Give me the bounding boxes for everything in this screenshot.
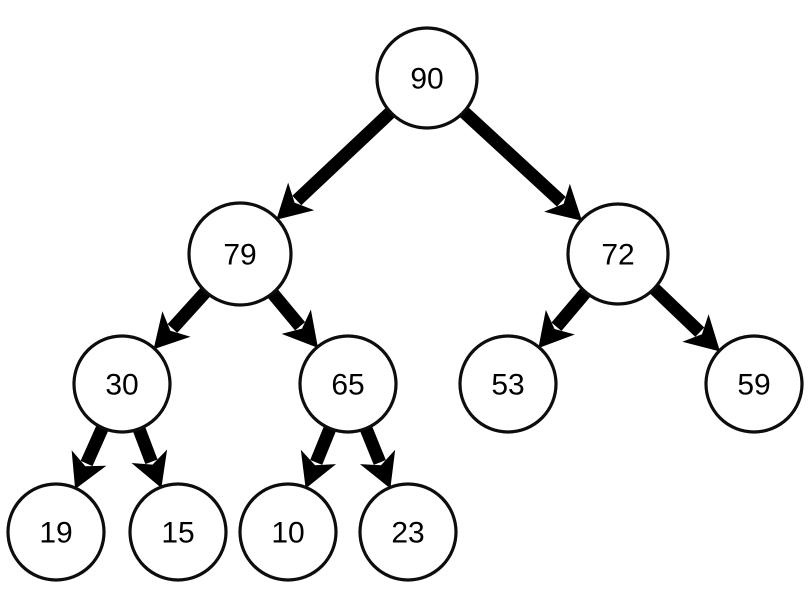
nodes-layer: 90 79 72 30 65 53 59 19 15 10 23 bbox=[6, 26, 804, 582]
edge-arrowhead-icon bbox=[276, 182, 315, 220]
tree-edge bbox=[300, 424, 337, 489]
tree-edge bbox=[457, 105, 582, 221]
tree-node[interactable]: 19 bbox=[6, 482, 106, 582]
edge-arrowhead-icon bbox=[300, 449, 337, 489]
tree-edge bbox=[648, 282, 721, 352]
tree-edge bbox=[131, 424, 168, 489]
tree-edge bbox=[538, 286, 592, 349]
edge-arrowhead-icon bbox=[359, 449, 396, 489]
node-circle[interactable] bbox=[298, 334, 398, 434]
node-label: 19 bbox=[39, 517, 72, 550]
edge-shaft bbox=[648, 282, 705, 337]
edge-shaft bbox=[80, 423, 110, 467]
edge-shaft bbox=[132, 424, 158, 465]
node-circle[interactable] bbox=[358, 482, 458, 582]
edge-shaft bbox=[310, 424, 337, 465]
tree-edge bbox=[266, 287, 318, 348]
node-circle[interactable] bbox=[458, 334, 558, 434]
edge-arrowhead-icon bbox=[153, 311, 191, 350]
node-circle[interactable] bbox=[72, 334, 172, 434]
node-label: 10 bbox=[271, 517, 304, 550]
node-label: 23 bbox=[391, 517, 424, 550]
edge-shaft bbox=[167, 285, 212, 333]
edge-shaft bbox=[457, 105, 566, 207]
edge-shaft bbox=[359, 424, 386, 465]
node-circle[interactable] bbox=[238, 482, 338, 582]
tree-edge bbox=[153, 285, 212, 350]
node-circle[interactable] bbox=[128, 482, 228, 582]
tree-node[interactable]: 79 bbox=[187, 201, 293, 307]
node-label: 72 bbox=[601, 239, 634, 272]
node-circle[interactable] bbox=[566, 202, 670, 306]
edge-arrowhead-icon bbox=[682, 314, 721, 352]
tree-node[interactable]: 23 bbox=[358, 482, 458, 582]
edge-arrowhead-icon bbox=[131, 449, 168, 489]
node-label: 79 bbox=[223, 239, 256, 272]
tree-node[interactable]: 15 bbox=[128, 482, 228, 582]
node-label: 15 bbox=[161, 517, 194, 550]
tree-node[interactable]: 59 bbox=[704, 334, 804, 434]
tree-node[interactable]: 65 bbox=[298, 334, 398, 434]
tree-edge bbox=[71, 423, 110, 490]
edges-layer bbox=[71, 105, 721, 490]
edge-shaft bbox=[292, 106, 397, 206]
tree-node[interactable]: 90 bbox=[375, 26, 479, 130]
tree-node[interactable]: 30 bbox=[72, 334, 172, 434]
node-circle[interactable] bbox=[6, 482, 106, 582]
node-label: 30 bbox=[105, 369, 138, 402]
tree-node[interactable]: 10 bbox=[238, 482, 338, 582]
node-label: 53 bbox=[491, 369, 524, 402]
edge-arrowhead-icon bbox=[281, 309, 318, 348]
tree-node[interactable]: 53 bbox=[458, 334, 558, 434]
node-label: 65 bbox=[331, 369, 364, 402]
tree-node[interactable]: 72 bbox=[566, 202, 670, 306]
node-label: 90 bbox=[410, 63, 443, 96]
tree-edge bbox=[359, 424, 396, 489]
edge-arrowhead-icon bbox=[538, 309, 575, 349]
node-circle[interactable] bbox=[375, 26, 479, 130]
edge-arrowhead-icon bbox=[71, 450, 107, 490]
node-label: 59 bbox=[737, 369, 770, 402]
edge-arrowhead-icon bbox=[544, 183, 582, 221]
node-circle[interactable] bbox=[187, 201, 293, 307]
edge-shaft bbox=[551, 286, 592, 331]
edge-shaft bbox=[266, 287, 306, 331]
node-circle[interactable] bbox=[704, 334, 804, 434]
tree-edge bbox=[276, 106, 397, 220]
